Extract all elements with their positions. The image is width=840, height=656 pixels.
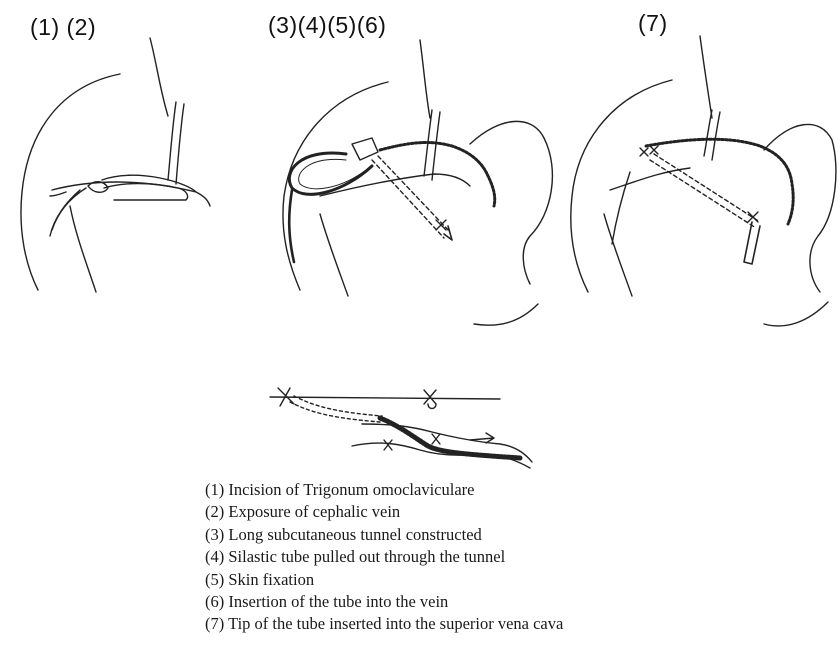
legend-item-2: (2) Exposure of cephalic vein [205, 501, 563, 523]
panel-label-7: (7) [638, 10, 668, 37]
panel-3-chest-outline [764, 124, 836, 292]
panel-3-vein-beaded [646, 139, 793, 224]
legend-item-4: (4) Silastic tube pulled out through the… [205, 546, 563, 568]
legend-item-7: (7) Tip of the tube inserted into the su… [205, 613, 563, 635]
panel-2-arm-inner [320, 214, 348, 296]
panel-3-chest-lower [764, 302, 828, 326]
panel-1-drawing [21, 38, 210, 292]
panel-3-clavicle [610, 168, 690, 190]
detail-tunnel-2 [294, 396, 382, 416]
legend-item-5: (5) Skin fixation [205, 569, 563, 591]
panel-2-chest-outline [470, 121, 552, 284]
legend-list: (1) Incision of Trigonum omoclaviculare … [205, 479, 563, 636]
legend-item-3: (3) Long subcutaneous tunnel constructed [205, 524, 563, 546]
panel-2-chest-lower [474, 304, 538, 325]
legend-item-6: (6) Insertion of the tube into the vein [205, 591, 563, 613]
detail-skin-line [270, 397, 500, 399]
panel-2-neck-outline [420, 40, 430, 118]
panel-1-arm-inner [70, 206, 96, 292]
panel-2-tunnel-path-2 [378, 156, 450, 232]
panel-3-tube-end [744, 222, 760, 264]
panel-3-drawing [571, 36, 836, 326]
panel-1-neck-outline [150, 38, 168, 116]
panel-label-1-2: (1) (2) [30, 14, 96, 41]
detail-ligature-1 [384, 440, 392, 450]
panel-2-vessel [424, 110, 440, 180]
panel-label-3-6: (3)(4)(5)(6) [268, 12, 386, 39]
panel-3-arm-inner [604, 214, 632, 296]
panel-1-vessel [168, 102, 184, 184]
detail-ligature-2 [432, 434, 440, 444]
detail-tube [380, 418, 520, 458]
detail-tunnel [290, 402, 380, 422]
panel-1-exposed-area [104, 184, 188, 201]
panel-2-tube-loop-inner [299, 159, 366, 188]
panel-2-fixation [352, 138, 378, 160]
detail-knot-mid [424, 390, 436, 409]
detail-drawing [270, 388, 532, 468]
panel-3-tunnel-path-2 [654, 154, 760, 222]
legend-item-1: (1) Incision of Trigonum omoclaviculare [205, 479, 563, 501]
panel-3-stitch-bottom [748, 212, 758, 222]
panel-3-external-tube [612, 172, 630, 244]
panel-2-tube-tip [444, 226, 452, 240]
panel-3-neck-outline [700, 36, 712, 118]
panel-3-tunnel-path [650, 160, 756, 228]
panel-2-drawing [283, 40, 552, 325]
panel-2-external-tube [289, 190, 294, 262]
